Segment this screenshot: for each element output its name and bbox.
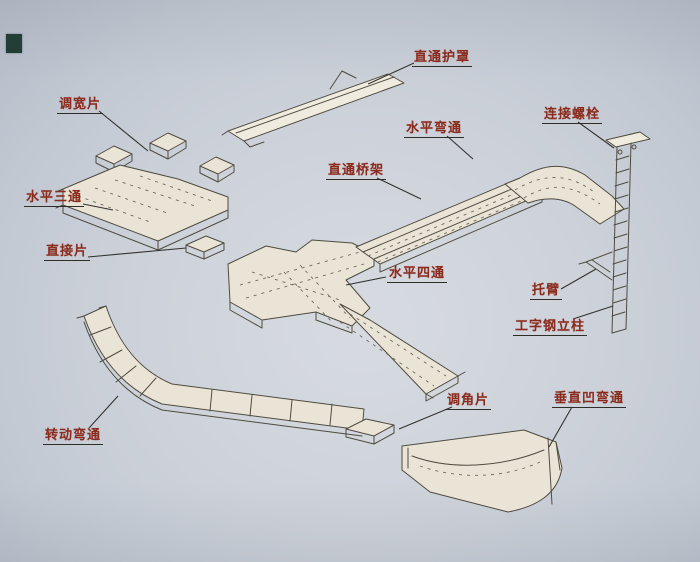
label-horizontal-elbow: 水平弯通 [404, 117, 465, 138]
straight-cover-drawing [221, 70, 405, 148]
label-connecting-bolt: 连接螺栓 [542, 103, 603, 124]
label-angle-adjust-piece: 调角片 [445, 389, 492, 410]
direct-piece-drawing [185, 235, 225, 260]
label-straight-tray: 直通桥架 [326, 159, 387, 180]
width-adjust-piece-drawing [95, 132, 235, 183]
label-straight-cover: 直通护罩 [412, 46, 473, 67]
leader-lines [82, 62, 615, 448]
photo-corner-artifact [6, 34, 22, 53]
label-rotating-elbow: 转动弯通 [43, 424, 104, 445]
horizontal-cross-drawing [227, 239, 375, 334]
rotating-elbow-drawing [76, 305, 365, 437]
label-horizontal-cross: 水平四通 [387, 262, 448, 283]
support-arm-drawing [578, 251, 613, 281]
label-vertical-concave-elbow: 垂直凹弯通 [552, 387, 627, 408]
straight-tray-drawing [355, 177, 543, 273]
label-support-arm: 托臂 [530, 279, 563, 300]
label-direct-piece: 直接片 [44, 240, 91, 261]
i-beam-column-drawing [605, 131, 651, 334]
lower-branch-tray-drawing [339, 303, 466, 402]
angle-adjust-piece-drawing [345, 418, 395, 445]
horizontal-elbow-drawing [504, 165, 625, 225]
label-horizontal-tee: 水平三通 [24, 186, 85, 207]
vertical-concave-elbow-drawing [401, 429, 563, 513]
label-i-beam-column: 工字钢立柱 [513, 315, 588, 336]
label-width-adjust-piece: 调宽片 [57, 93, 104, 114]
horizontal-tee-drawing [55, 164, 229, 251]
